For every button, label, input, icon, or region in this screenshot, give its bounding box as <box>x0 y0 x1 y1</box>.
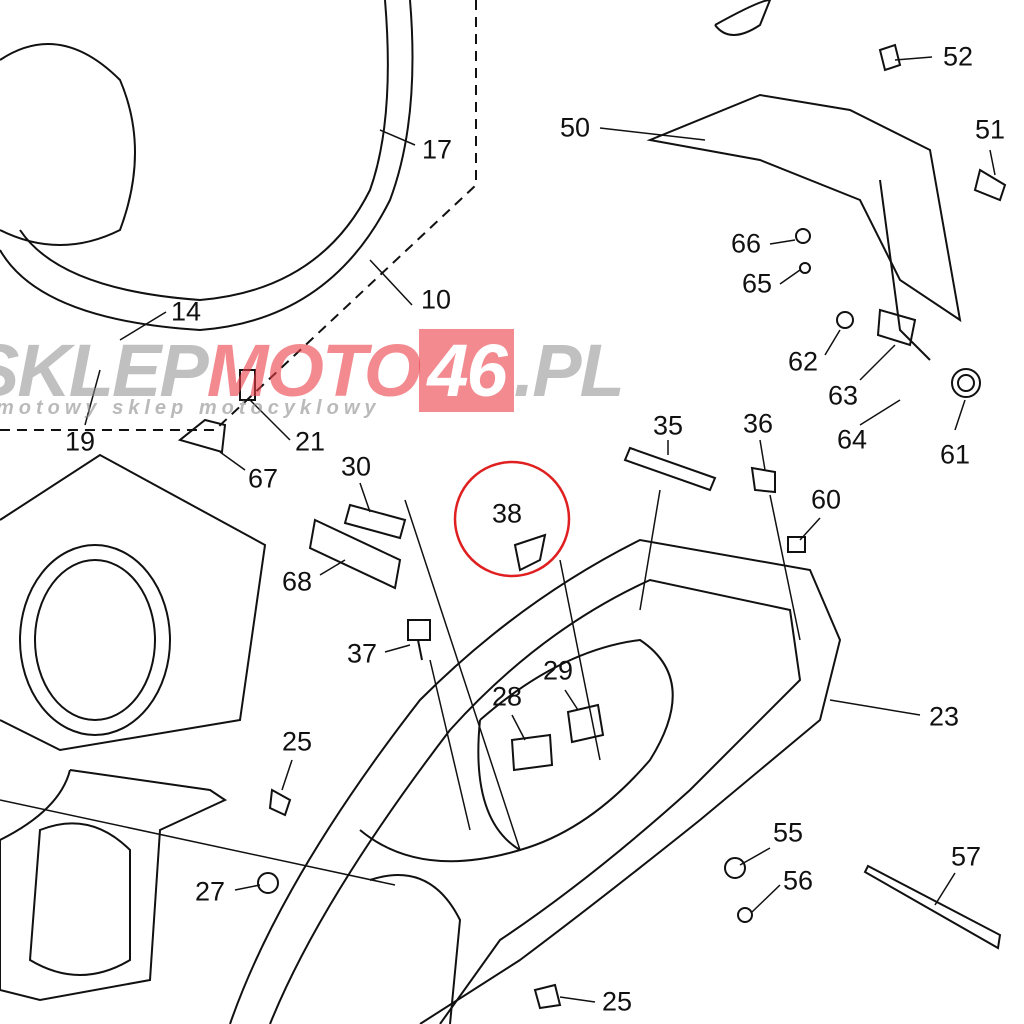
part-label[interactable]: 57 <box>950 841 982 872</box>
part-35-strip <box>623 446 717 492</box>
dashed-group-box <box>0 0 477 431</box>
part-label[interactable]: 66 <box>730 228 762 259</box>
part-label[interactable]: 60 <box>810 484 842 515</box>
watermark-tagline: motowy sklep motocyklowy <box>0 397 381 419</box>
part-label[interactable]: 36 <box>742 408 774 439</box>
part-label[interactable]: 10 <box>420 284 452 315</box>
part-label[interactable]: 52 <box>942 41 974 72</box>
part-label[interactable]: 19 <box>64 426 96 457</box>
part-label[interactable]: 28 <box>491 681 523 712</box>
part-label[interactable]: 35 <box>652 410 684 441</box>
part-label[interactable]: 21 <box>294 426 326 457</box>
part-label[interactable]: 17 <box>421 134 453 165</box>
part-label[interactable]: 30 <box>340 451 372 482</box>
tray-outline <box>0 453 267 752</box>
seat-box-outline <box>0 0 414 332</box>
part-label[interactable]: 55 <box>772 817 804 848</box>
part-label[interactable]: 61 <box>939 439 971 470</box>
part-label[interactable]: 29 <box>542 655 574 686</box>
part-label[interactable]: 68 <box>281 566 313 597</box>
part-label[interactable]: 25 <box>601 986 633 1017</box>
watermark-logo: SKLEPMOTO46.PL <box>0 329 625 412</box>
part-label[interactable]: 23 <box>928 701 960 732</box>
part-label[interactable]: 51 <box>974 114 1006 145</box>
part-label-highlighted[interactable]: 38 <box>491 498 523 529</box>
leader-lines <box>0 56 996 1003</box>
part-label[interactable]: 25 <box>281 726 313 757</box>
part-label[interactable]: 65 <box>741 268 773 299</box>
part-label[interactable]: 63 <box>827 380 859 411</box>
part-label[interactable]: 14 <box>170 296 202 327</box>
part-label[interactable]: 64 <box>836 424 868 455</box>
rear-fender-outline <box>646 93 962 323</box>
part-label[interactable]: 56 <box>782 865 814 896</box>
main-frame-outline <box>229 538 842 1024</box>
part-label[interactable]: 37 <box>346 638 378 669</box>
part-label[interactable]: 50 <box>559 112 591 143</box>
part-label[interactable]: 62 <box>787 346 819 377</box>
part-label[interactable]: 67 <box>247 463 279 494</box>
part-label[interactable]: 27 <box>194 876 226 907</box>
part-57-tie <box>863 864 1002 950</box>
highlight-circle <box>453 460 571 578</box>
